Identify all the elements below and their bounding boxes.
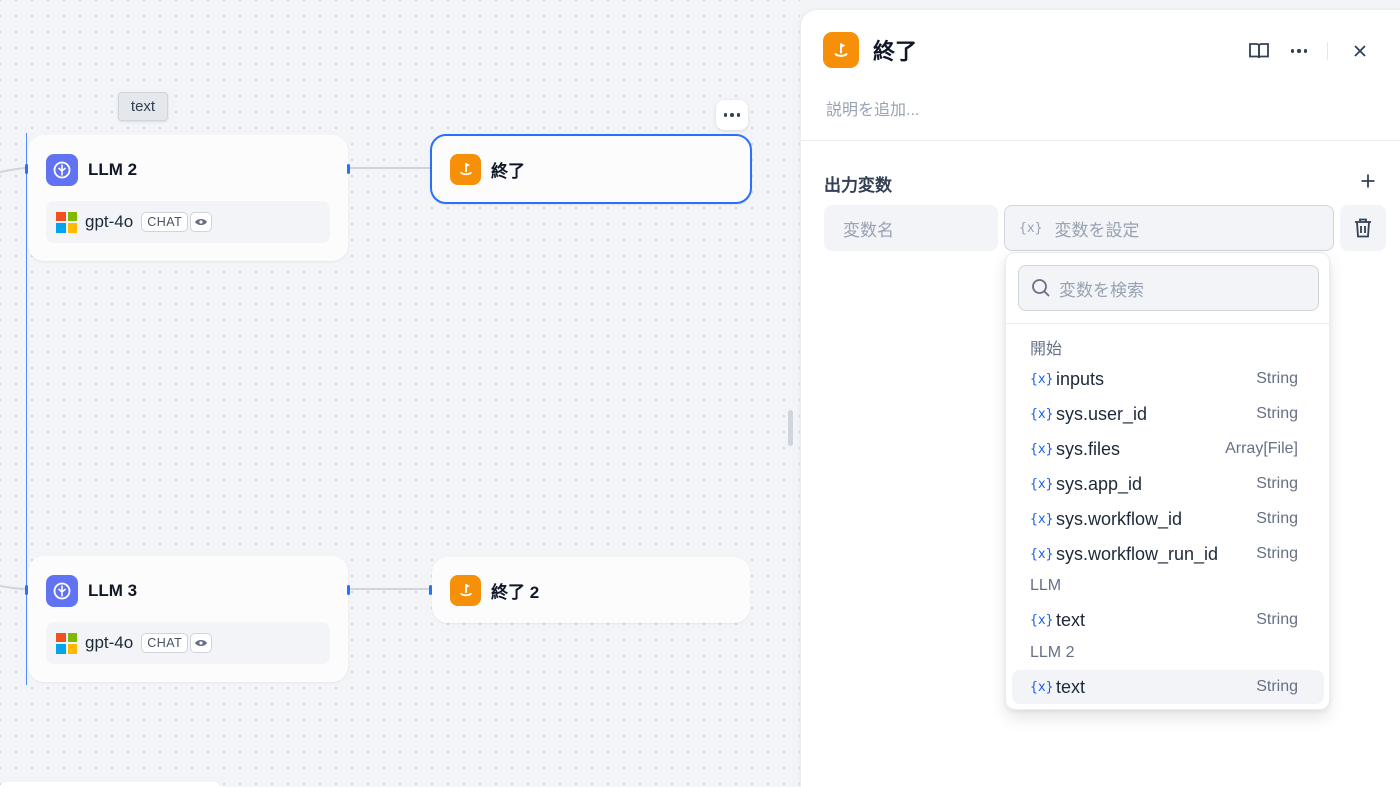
delete-trash-icon[interactable] <box>1340 205 1386 251</box>
variable-type: String <box>1256 678 1298 695</box>
variable-item[interactable]: {x} text String <box>1012 603 1324 637</box>
node-title: 終了 <box>491 161 525 181</box>
variable-x-icon: {x} <box>1030 511 1054 527</box>
output-handle[interactable] <box>347 164 350 174</box>
output-handle[interactable] <box>347 585 350 595</box>
chat-badge: CHAT <box>141 633 189 653</box>
variable-item[interactable]: {x} sys.user_id String <box>1012 397 1324 431</box>
microsoft-logo-icon <box>56 211 77 233</box>
variable-type: String <box>1256 510 1298 527</box>
variable-type: String <box>1256 370 1298 387</box>
input-handle[interactable] <box>25 585 28 595</box>
model-row: gpt-4o CHAT <box>46 622 330 664</box>
variable-selector[interactable]: {x} 変数を設定 <box>1004 205 1334 251</box>
divider <box>1006 323 1329 324</box>
variable-dropdown: 変数を検索 開始 {x} inputs String {x} sys.user_… <box>1005 252 1330 710</box>
node-title: LLM 3 <box>88 581 138 600</box>
group-label-llm2: LLM 2 <box>1030 644 1075 661</box>
microsoft-logo-icon <box>56 632 77 654</box>
variable-name: sys.user_id <box>1056 403 1148 424</box>
variable-type: String <box>1256 611 1298 628</box>
variable-item[interactable]: {x} inputs String <box>1012 362 1324 396</box>
model-row: gpt-4o CHAT <box>46 201 330 243</box>
variable-x-icon: {x} <box>1030 679 1054 695</box>
selection-guide-line <box>26 133 27 685</box>
variable-item[interactable]: {x} sys.app_id String <box>1012 467 1324 501</box>
variable-type: String <box>1256 405 1298 422</box>
input-handle[interactable] <box>25 164 28 174</box>
end-flag-icon <box>823 32 859 68</box>
more-options-icon[interactable] <box>1285 37 1313 65</box>
variable-item[interactable]: {x} sys.workflow_id String <box>1012 502 1324 536</box>
end-flag-icon <box>450 574 481 606</box>
node-llm2[interactable]: LLM 2 gpt-4o CHAT <box>28 135 348 261</box>
variable-search-input[interactable]: 変数を検索 <box>1018 265 1319 311</box>
vision-eye-icon <box>190 633 213 653</box>
variable-x-icon: {x} <box>1030 371 1054 387</box>
vision-eye-icon <box>190 212 213 232</box>
node-more-button[interactable] <box>716 100 748 130</box>
divider <box>1327 42 1328 60</box>
variable-selector-placeholder: 変数を設定 <box>1054 220 1140 240</box>
add-variable-icon[interactable] <box>1357 170 1379 192</box>
node-end[interactable]: 終了 <box>430 134 752 204</box>
edge-llm3-end2 <box>350 588 432 590</box>
end-flag-icon <box>450 153 481 185</box>
node-llm3[interactable]: LLM 3 gpt-4o CHAT <box>28 556 348 682</box>
variable-name: sys.workflow_id <box>1056 508 1183 529</box>
variable-name: inputs <box>1056 368 1105 389</box>
model-name: gpt-4o <box>85 212 134 231</box>
divider <box>801 140 1400 141</box>
variable-name: sys.app_id <box>1056 473 1143 494</box>
section-title: 出力変数 <box>824 176 892 195</box>
search-placeholder: 変数を検索 <box>1059 280 1144 300</box>
input-handle[interactable] <box>429 585 432 595</box>
node-title: LLM 2 <box>88 160 138 179</box>
book-icon[interactable] <box>1245 37 1273 65</box>
tooltip: text <box>118 92 168 121</box>
panel-resize-handle[interactable] <box>788 410 793 446</box>
variable-name-input[interactable]: 変数名 <box>824 205 998 251</box>
workflow-canvas[interactable]: text LLM 2 gpt-4o CHAT 終了 <box>0 0 800 787</box>
variable-x-icon: {x} <box>1030 441 1054 457</box>
node-title: 終了 2 <box>491 582 540 602</box>
variable-x-icon: {x} <box>1030 406 1054 422</box>
description-input[interactable]: 説明を追加... <box>826 102 920 119</box>
variable-name: sys.files <box>1056 438 1121 459</box>
variable-name: text <box>1056 676 1086 697</box>
bottom-toolbar-edge <box>0 782 220 787</box>
variable-type: String <box>1256 475 1298 492</box>
model-name: gpt-4o <box>85 633 134 652</box>
close-icon[interactable] <box>1346 37 1374 65</box>
variable-x-icon: {x} <box>1030 612 1054 628</box>
variable-x-icon: {x} <box>1030 546 1054 562</box>
panel-title[interactable]: 終了 <box>873 39 918 64</box>
variable-x-icon: {x} <box>1019 220 1043 236</box>
variable-name: text <box>1056 609 1086 630</box>
variable-type: String <box>1256 545 1298 562</box>
group-label-start: 開始 <box>1030 341 1063 358</box>
variable-name: sys.workflow_run_id <box>1056 543 1219 564</box>
group-label-llm: LLM <box>1030 577 1062 594</box>
variable-item[interactable]: {x} sys.files Array[File] <box>1012 432 1324 466</box>
variable-item[interactable]: {x} text String <box>1012 670 1324 704</box>
edge-llm2-end <box>350 167 432 169</box>
llm-icon <box>46 575 78 607</box>
variable-type: Array[File] <box>1225 440 1298 457</box>
variable-x-icon: {x} <box>1030 476 1054 492</box>
chat-badge: CHAT <box>141 212 189 232</box>
variable-item[interactable]: {x} sys.workflow_run_id String <box>1012 537 1324 571</box>
llm-icon <box>46 154 78 186</box>
node-end-2[interactable]: 終了 2 <box>432 557 750 623</box>
search-icon <box>1032 279 1050 297</box>
